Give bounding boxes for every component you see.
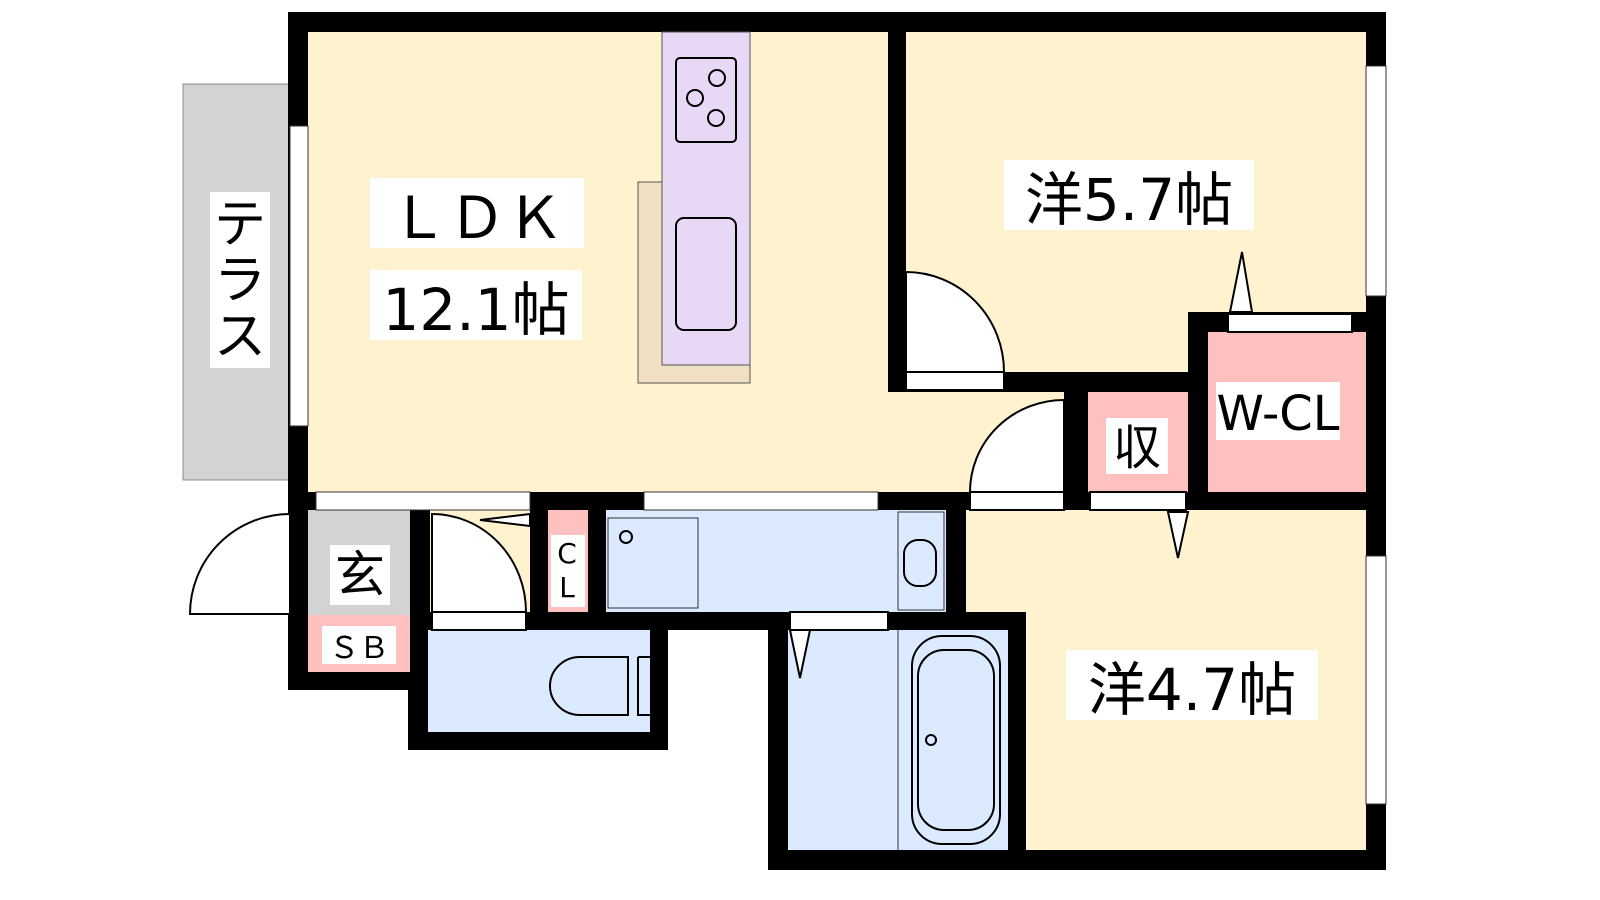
terrace-label: ラ (214, 251, 266, 311)
sink-icon (675, 217, 737, 331)
burner-icon (686, 89, 704, 107)
window (315, 491, 531, 511)
walk-in-closet-label: W-CL (1216, 386, 1339, 442)
ldk-size-label: 12.1帖 (382, 276, 569, 344)
sliding-door-marker (1228, 251, 1254, 313)
door-frame (1227, 313, 1353, 333)
sliding-door-marker (1166, 511, 1190, 559)
label-bg (210, 192, 270, 368)
storage-area-door[interactable] (968, 398, 1065, 493)
window (289, 125, 309, 427)
label-bg (551, 535, 585, 607)
bathtub-inner-icon (917, 649, 995, 831)
window (1365, 555, 1387, 805)
shoe-box-label: ＳＢ (329, 631, 389, 666)
bedroom-2-label: 洋4.7帖 (1088, 656, 1296, 724)
closet-label: L (559, 571, 575, 604)
room-toilet (428, 630, 650, 732)
doors (188, 251, 1353, 679)
front-door[interactable] (188, 512, 291, 615)
door-frame (905, 371, 1005, 391)
room-washroom (606, 510, 946, 612)
label-bg (330, 545, 390, 605)
window (643, 491, 879, 511)
closet-label: C (557, 537, 577, 570)
bedroom-1-door[interactable] (905, 270, 1006, 373)
door-frame (1089, 491, 1187, 511)
bedroom-1-label: 洋5.7帖 (1025, 166, 1233, 234)
burner-icon (707, 109, 725, 127)
basin-bowl-icon (903, 539, 937, 587)
sliding-door-marker (479, 512, 531, 528)
label-bg (1106, 418, 1168, 474)
door-frame (431, 611, 527, 631)
door-frame (969, 491, 1065, 511)
door-frame (789, 611, 889, 631)
label-bg (1066, 650, 1318, 720)
stove-icon (675, 57, 737, 143)
terrace-label: ス (214, 307, 266, 367)
label-bg (1004, 160, 1254, 230)
bathtub-icon (911, 635, 1001, 845)
toilet-icon (549, 656, 650, 716)
entrance-label: 玄 (335, 546, 385, 604)
hall-door[interactable] (431, 512, 528, 613)
sliding-door-marker (788, 629, 812, 679)
washbasin-icon (897, 511, 945, 611)
burner-icon (708, 69, 726, 87)
washing-machine-icon (607, 517, 699, 609)
storage-label: 収 (1113, 420, 1161, 476)
window (1365, 65, 1387, 297)
washer-dot-icon (619, 530, 633, 544)
label-bg (322, 626, 396, 664)
label-bg (370, 178, 584, 248)
terrace-label: テ (214, 195, 266, 255)
drain-icon (925, 734, 937, 746)
label-bg (1216, 382, 1340, 440)
label-bg (370, 270, 582, 340)
ldk-label: ＬＤＫ (390, 184, 564, 252)
